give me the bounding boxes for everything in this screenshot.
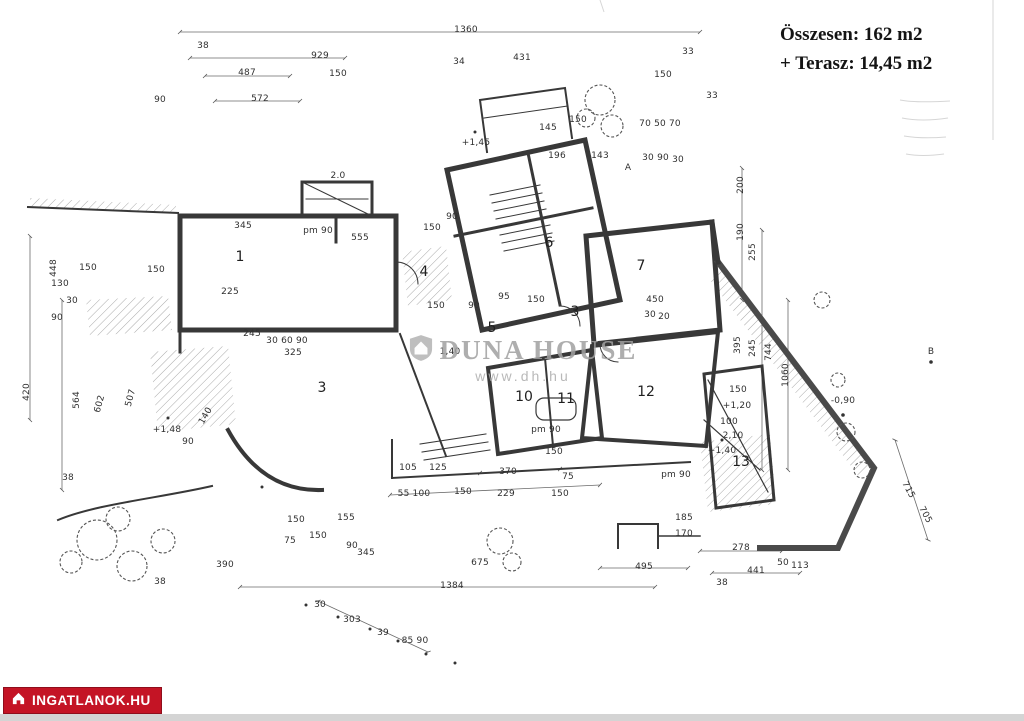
house-icon	[11, 691, 26, 710]
dunahouse-shield-icon	[409, 334, 433, 366]
walls-layer	[26, 86, 878, 551]
total-area-text: Összesen: 162 m2	[780, 24, 923, 45]
watermark-url: www.dh.hu	[475, 368, 571, 384]
scan-artifacts	[599, 0, 994, 156]
watermark-brand: DUNA HOUSE	[439, 334, 638, 365]
ingatlanok-brand-text: INGATLANOK.HU	[32, 693, 151, 708]
terrace-area-text: + Terasz: 14,45 m2	[780, 53, 933, 75]
trees-layer	[59, 84, 871, 582]
scan-edge	[0, 714, 1024, 721]
survey-dots-layer	[166, 130, 933, 665]
watermark: DUNA HOUSE www.dh.hu	[408, 334, 638, 384]
ingatlanok-logo: INGATLANOK.HU	[3, 687, 162, 714]
area-summary: Összesen: 162 m2 + Terasz: 14,45 m2	[780, 20, 932, 79]
hatch-layer	[30, 198, 874, 512]
